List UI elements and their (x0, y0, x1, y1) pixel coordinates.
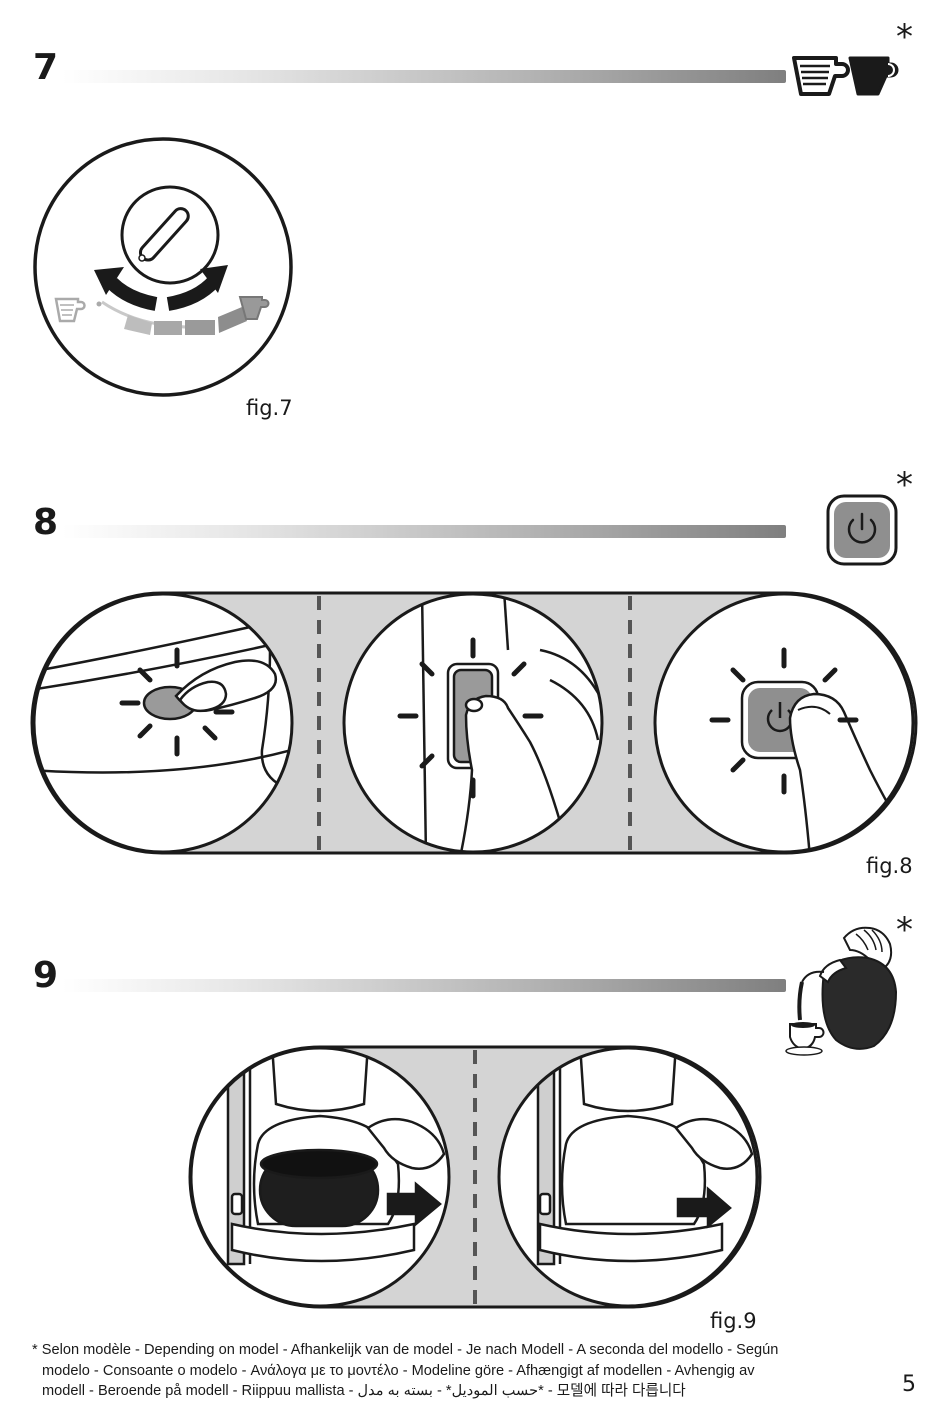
pouring-carafe-icon (784, 920, 904, 1060)
espresso-cup-icon (848, 56, 899, 96)
step-9-number: 9 (33, 955, 59, 996)
footnote-line-2: modelo - Consoante o modelo - Ανάλογα με… (42, 1362, 755, 1379)
footnote-line-1: * Selon modèle - Depending on model - Af… (32, 1342, 779, 1358)
fig-8-label: fig.8 (866, 854, 913, 878)
step-8-model-note-marker: * (896, 465, 913, 505)
step-9-model-note-marker: * (896, 910, 913, 950)
step-7-brew-strength-icons (790, 52, 900, 98)
page-number: 5 (902, 1372, 916, 1397)
step-7-model-note-marker: * (896, 17, 913, 57)
model-footnote: * Selon modèle - Depending on model - Af… (32, 1340, 832, 1402)
fig-9-illustration (188, 1044, 764, 1310)
fig-8-illustration (30, 590, 920, 858)
fig-9-label: fig.9 (710, 1309, 757, 1333)
filter-cup-icon (792, 56, 850, 96)
step-8-divider-bar (62, 525, 786, 538)
fig-7-label: fig.7 (246, 396, 293, 420)
step-9-divider-bar (62, 979, 786, 992)
power-button-icon (826, 494, 898, 566)
step-8-number: 8 (33, 502, 59, 543)
step-7-divider-bar (62, 70, 786, 83)
step-7-number: 7 (33, 47, 59, 88)
footnote-line-3: modell - Beroende på modell - Riippuu ma… (42, 1383, 686, 1399)
fig-7-illustration (32, 137, 298, 399)
